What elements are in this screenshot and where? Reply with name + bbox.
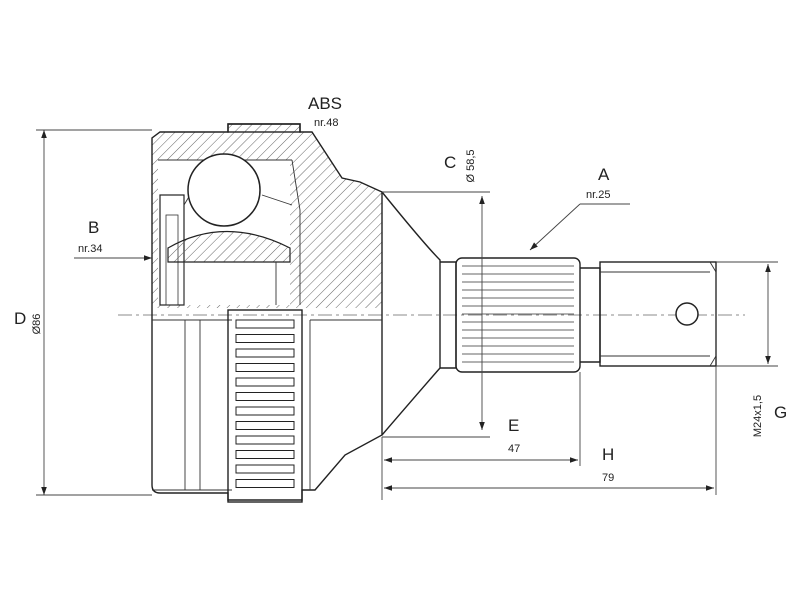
abs-tone-ring: [227, 309, 303, 503]
abs-tooth: [235, 435, 295, 445]
dimension-e: [381, 372, 581, 500]
label-c: C: [444, 153, 456, 172]
label-b-part-number: nr.34: [78, 243, 102, 255]
abs-tooth: [235, 479, 295, 488]
abs-tooth: [235, 363, 295, 372]
abs-tooth: [235, 392, 295, 401]
label-a: A: [598, 165, 610, 184]
abs-tooth: [235, 406, 295, 416]
cross-hole-icon: [675, 302, 699, 326]
abs-tooth: [235, 319, 295, 329]
abs-tooth: [235, 377, 295, 387]
dimension-d: [36, 129, 152, 496]
abs-tooth: [235, 348, 295, 358]
label-d: D: [14, 309, 26, 328]
joint-lower-body: [151, 191, 441, 501]
label-c-diameter: Ø 58,5: [465, 149, 477, 182]
label-abs-part-number: nr.48: [314, 117, 338, 129]
dimension-g: [716, 261, 778, 367]
label-h: H: [602, 445, 614, 464]
label-a-part-number: nr.25: [586, 189, 610, 201]
abs-tooth: [235, 334, 295, 343]
label-g-thread: M24x1,5: [752, 395, 764, 437]
label-g: G: [774, 403, 787, 422]
label-e: E: [508, 416, 519, 435]
label-e-length: 47: [508, 443, 520, 455]
joint-housing: [151, 123, 383, 308]
label-h-length: 79: [602, 472, 614, 484]
abs-tooth: [235, 464, 295, 474]
abs-tooth: [235, 421, 295, 430]
callout-a: [529, 203, 630, 251]
ball-icon: [187, 153, 261, 227]
dimension-h: [384, 366, 717, 495]
label-d-diameter: Ø86: [31, 314, 43, 335]
inner-race: [159, 153, 293, 306]
label-b: B: [88, 218, 99, 237]
abs-tooth: [235, 450, 295, 459]
dimension-c: [382, 191, 490, 438]
label-abs: ABS: [308, 94, 342, 113]
